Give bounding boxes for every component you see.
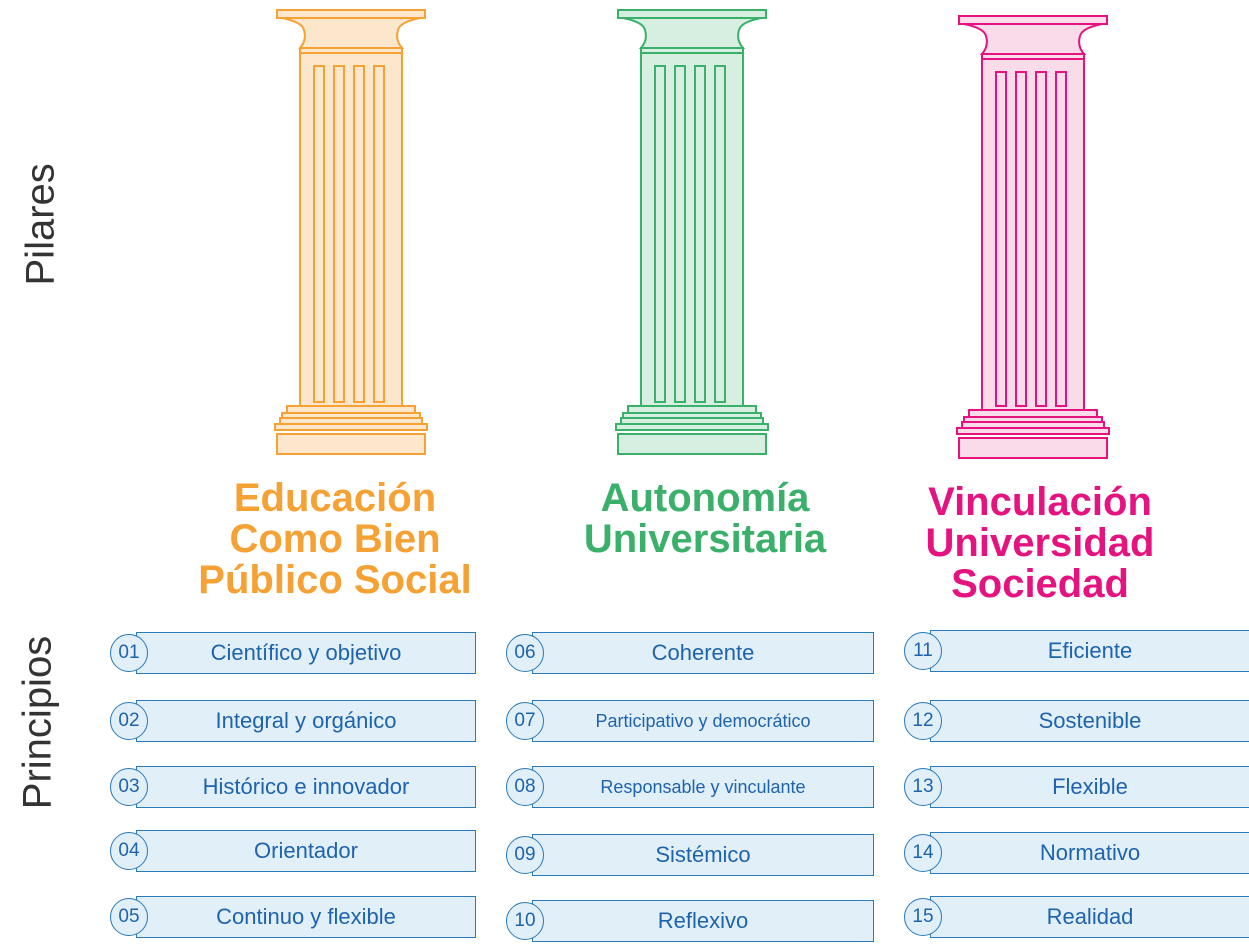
- pilares-label: Pilares: [18, 163, 63, 286]
- principle-number: 03: [110, 768, 148, 806]
- principle-number: 01: [110, 634, 148, 672]
- pillar-title-educacion: Educación Como Bien Público Social: [198, 476, 472, 602]
- principle-02: Integral y orgánico 02: [110, 700, 476, 742]
- principle-13: Flexible 13: [904, 766, 1249, 808]
- principle-label: Sostenible: [930, 700, 1249, 742]
- principle-number: 07: [506, 702, 544, 740]
- principle-number: 14: [904, 834, 942, 872]
- principle-number: 15: [904, 898, 942, 936]
- column-icon-vinculacion: [956, 15, 1110, 459]
- principle-label: Sistémico: [532, 834, 874, 876]
- principle-number: 02: [110, 702, 148, 740]
- principle-11: Eficiente 11: [904, 630, 1249, 672]
- principle-label: Continuo y flexible: [136, 896, 476, 938]
- principle-label: Realidad: [930, 896, 1249, 938]
- principle-number: 10: [506, 902, 544, 940]
- principle-label: Reflexivo: [532, 900, 874, 942]
- principle-number: 11: [904, 632, 942, 670]
- principle-number: 06: [506, 634, 544, 672]
- principle-number: 05: [110, 898, 148, 936]
- principle-15: Realidad 15: [904, 896, 1249, 938]
- principle-14: Normativo 14: [904, 832, 1249, 874]
- column-icon-educacion: [274, 9, 428, 455]
- principle-09: Sistémico 09: [506, 834, 874, 876]
- principle-label: Coherente: [532, 632, 874, 674]
- principle-05: Continuo y flexible 05: [110, 896, 476, 938]
- principle-number: 08: [506, 768, 544, 806]
- principle-label: Flexible: [930, 766, 1249, 808]
- principle-10: Reflexivo 10: [506, 900, 874, 942]
- principle-label: Orientador: [136, 830, 476, 872]
- principle-label: Participativo y democrático: [532, 700, 874, 742]
- principle-label: Normativo: [930, 832, 1249, 874]
- pillar-title-autonomia: Autonomía Universitaria: [583, 476, 827, 561]
- principle-number: 04: [110, 832, 148, 870]
- principle-06: Coherente 06: [506, 632, 874, 674]
- principle-number: 12: [904, 702, 942, 740]
- principle-07: Participativo y democrático 07: [506, 700, 874, 742]
- principle-number: 09: [506, 836, 544, 874]
- principle-label: Científico y objetivo: [136, 632, 476, 674]
- principle-03: Histórico e innovador 03: [110, 766, 476, 808]
- principle-number: 13: [904, 768, 942, 806]
- principle-label: Responsable y vinculante: [532, 766, 874, 808]
- pillar-title-vinculacion: Vinculación Universidad Sociedad: [925, 480, 1155, 606]
- principle-12: Sostenible 12: [904, 700, 1249, 742]
- principios-label: Principios: [15, 635, 60, 810]
- principle-label: Eficiente: [930, 630, 1249, 672]
- principle-label: Integral y orgánico: [136, 700, 476, 742]
- principle-label: Histórico e innovador: [136, 766, 476, 808]
- principle-04: Orientador 04: [110, 830, 476, 872]
- principle-01: Científico y objetivo 01: [110, 632, 476, 674]
- principle-08: Responsable y vinculante 08: [506, 766, 874, 808]
- column-icon-autonomia: [615, 9, 769, 455]
